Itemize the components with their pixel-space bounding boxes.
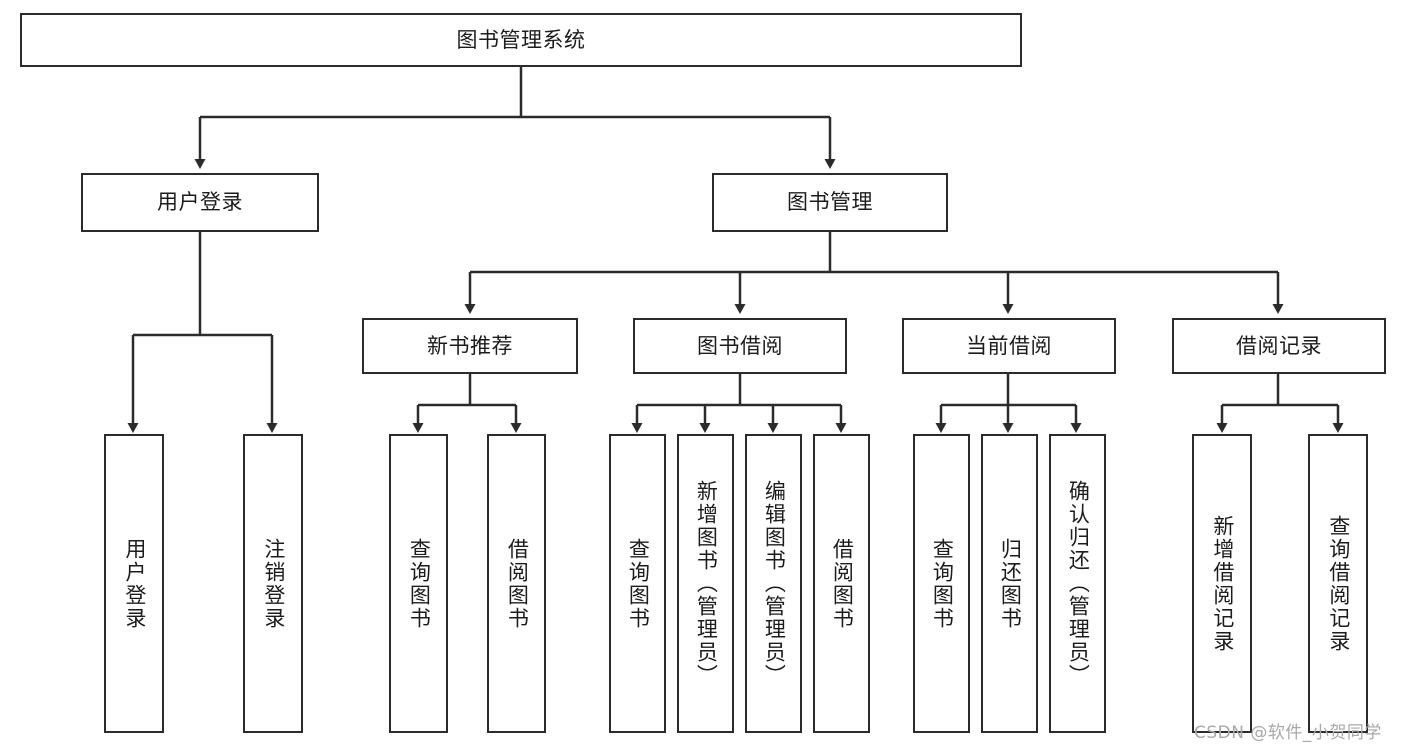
node-root-label: 图书管理系统 (456, 27, 586, 52)
leaf-record-add-label: 新增借阅记录 (1210, 514, 1235, 653)
leaf-current-confirm-return-label: 确认归还（管理员） (1066, 480, 1091, 687)
node-root[interactable]: 图书管理系统 (20, 13, 1022, 67)
leaf-user-login-signout-label: 注销登录 (261, 537, 286, 630)
leaf-new-book-query[interactable]: 查询图书 (389, 434, 448, 733)
node-user-login[interactable]: 用户登录 (81, 173, 319, 232)
leaf-current-confirm-return[interactable]: 确认归还（管理员） (1049, 434, 1106, 733)
leaf-user-login-signout[interactable]: 注销登录 (243, 434, 303, 733)
leaf-borrow-borrow-book[interactable]: 借阅图书 (813, 434, 870, 733)
leaf-borrow-borrow-book-label: 借阅图书 (830, 537, 855, 630)
leaf-new-book-borrow[interactable]: 借阅图书 (487, 434, 546, 733)
node-borrow-record[interactable]: 借阅记录 (1172, 318, 1386, 374)
leaf-borrow-edit-book[interactable]: 编辑图书（管理员） (745, 434, 802, 733)
leaf-borrow-query-book-label: 查询图书 (626, 537, 651, 630)
node-book-borrow[interactable]: 图书借阅 (633, 318, 847, 374)
node-user-login-label: 用户登录 (157, 190, 243, 215)
leaf-record-query[interactable]: 查询借阅记录 (1308, 434, 1368, 733)
node-book-management-label: 图书管理 (787, 190, 873, 215)
node-new-book-recommend[interactable]: 新书推荐 (362, 318, 578, 374)
leaf-current-return-book[interactable]: 归还图书 (981, 434, 1038, 733)
node-current-borrow-label: 当前借阅 (966, 333, 1052, 358)
leaf-user-login-signin-label: 用户登录 (122, 537, 147, 630)
leaf-borrow-add-book-label: 新增图书（管理员） (694, 480, 719, 687)
node-book-management[interactable]: 图书管理 (712, 173, 948, 232)
node-book-borrow-label: 图书借阅 (697, 333, 783, 358)
leaf-current-query-book-label: 查询图书 (930, 537, 955, 630)
node-new-book-recommend-label: 新书推荐 (427, 333, 513, 358)
leaf-user-login-signin[interactable]: 用户登录 (104, 434, 164, 733)
leaf-record-add[interactable]: 新增借阅记录 (1192, 434, 1252, 733)
csdn-watermark: CSDN @软件_小贺同学 (1194, 723, 1382, 743)
leaf-record-query-label: 查询借阅记录 (1326, 514, 1351, 653)
leaf-borrow-query-book[interactable]: 查询图书 (609, 434, 666, 733)
leaf-new-book-borrow-label: 借阅图书 (505, 537, 530, 630)
leaf-new-book-query-label: 查询图书 (407, 537, 432, 630)
leaf-current-query-book[interactable]: 查询图书 (913, 434, 970, 733)
node-current-borrow[interactable]: 当前借阅 (902, 318, 1116, 374)
leaf-borrow-add-book[interactable]: 新增图书（管理员） (677, 434, 734, 733)
node-borrow-record-label: 借阅记录 (1236, 333, 1322, 358)
leaf-current-return-book-label: 归还图书 (998, 537, 1023, 630)
leaf-borrow-edit-book-label: 编辑图书（管理员） (762, 480, 787, 687)
